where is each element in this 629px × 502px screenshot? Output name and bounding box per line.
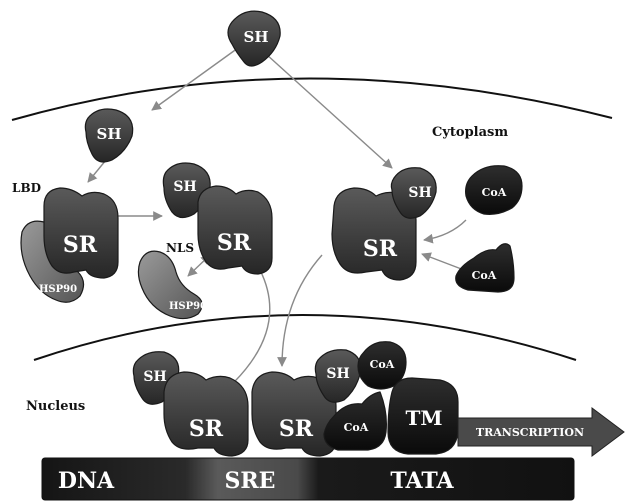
- transcription-arrow: TRANSCRIPTION: [457, 407, 625, 457]
- arrow-sh-to-lbd: [87, 159, 107, 183]
- hsp90-middle: HSP90: [137, 250, 207, 320]
- sh-label: SH: [173, 179, 196, 195]
- sr-receptor-middle: SR: [197, 185, 273, 275]
- transcription-label: TRANSCRIPTION: [476, 426, 584, 439]
- coa-coactivator-upper: CoA: [465, 165, 523, 215]
- sr-label: SR: [217, 230, 252, 256]
- coa-coactivator-lower: CoA: [455, 243, 515, 293]
- lbd-label: LBD: [12, 181, 41, 195]
- sh-label: SH: [408, 185, 431, 201]
- arrow-sr-to-nucleus-left: [227, 269, 271, 389]
- sh-label: SH: [96, 125, 121, 143]
- nuclear-membrane: [33, 314, 577, 361]
- dna-label: DNA: [58, 468, 115, 494]
- tm-label: TM: [405, 406, 442, 430]
- tata-label: TATA: [390, 468, 454, 494]
- sh-ligand-nucleus-right: SH: [314, 349, 362, 403]
- arrow-coa-to-sr-1: [423, 219, 467, 244]
- cell-membrane: [11, 77, 613, 121]
- sh-ligand-top: SH: [227, 10, 281, 67]
- nls-label: NLS: [166, 241, 194, 255]
- tm-transcription-machinery: TM: [387, 377, 459, 455]
- sre-label: SRE: [225, 468, 276, 494]
- sr-receptor-left: SR: [43, 187, 119, 279]
- arrow-sr-to-nucleus-right: [277, 254, 323, 367]
- sr-receptor-right: SR: [331, 187, 417, 281]
- coa-label: CoA: [472, 269, 497, 282]
- sh-label: SH: [326, 366, 349, 382]
- sr-label: SR: [279, 416, 314, 442]
- cytoplasm-label: Cytoplasm: [432, 125, 508, 140]
- coa-label: CoA: [482, 186, 507, 199]
- dna-strand: DNA SRE TATA: [41, 457, 575, 501]
- sh-ligand-right: SH: [390, 167, 437, 219]
- sh-label: SH: [143, 369, 166, 385]
- arrow-coa-to-sr-2: [421, 252, 465, 271]
- sr-label: SR: [63, 232, 98, 258]
- sr-receptor-nucleus-left: SR: [163, 371, 249, 457]
- sr-label: SR: [189, 416, 224, 442]
- coa-label: CoA: [344, 421, 369, 434]
- sh-label: SH: [243, 28, 268, 46]
- hsp90-label: HSP90: [39, 284, 77, 295]
- arrow-sh-to-cytoplasm-right: [265, 53, 393, 169]
- sh-ligand-cytoplasm: SH: [84, 108, 134, 163]
- arrow-sh-to-cytoplasm-left: [151, 47, 239, 111]
- sr-label: SR: [363, 236, 398, 262]
- coa-coactivator-nucleus-bottom: CoA: [323, 391, 387, 451]
- coa-label: CoA: [370, 358, 395, 371]
- nucleus-label: Nucleus: [26, 399, 85, 414]
- hsp90-label: HSP90: [169, 301, 207, 312]
